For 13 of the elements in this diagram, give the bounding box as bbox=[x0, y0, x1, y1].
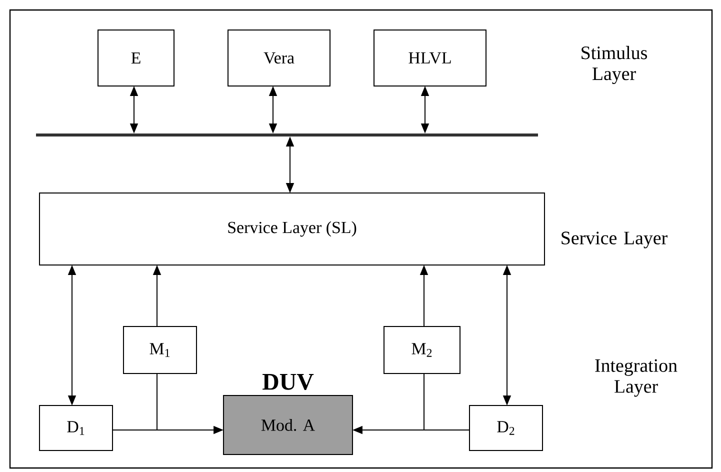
process-box: Service Layer (SL) bbox=[39, 192, 545, 266]
process-box: D$_{1}$ bbox=[39, 405, 113, 451]
box-heading: DUV bbox=[262, 374, 314, 390]
layer-label: Integration Layer bbox=[595, 359, 678, 397]
process-box: E bbox=[98, 30, 174, 86]
process-box: Vera bbox=[228, 30, 330, 86]
module-box: Mod. A bbox=[223, 395, 353, 455]
bus-line bbox=[36, 134, 538, 136]
process-box: M$_{1}$ bbox=[123, 326, 197, 374]
process-box: M$_{2}$ bbox=[384, 326, 460, 374]
process-box: D$_{2}$ bbox=[469, 405, 543, 451]
process-box: HLVL bbox=[374, 30, 486, 86]
layer-label: Stimulus Layer bbox=[582, 46, 647, 84]
